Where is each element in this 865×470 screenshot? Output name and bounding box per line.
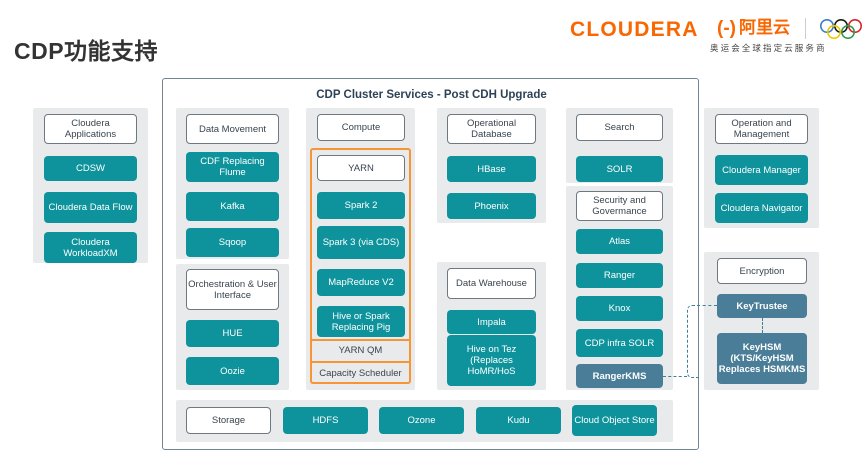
node-hue[interactable]: HUE: [186, 320, 279, 347]
node-capacity-scheduler[interactable]: Capacity Scheduler: [312, 362, 409, 384]
connector-bracket: [687, 305, 699, 378]
header-operation-management: Operation and Management: [715, 114, 808, 144]
node-cloudera-workloadxm[interactable]: Cloudera WorkloadXM: [44, 232, 137, 263]
node-cdsw[interactable]: CDSW: [44, 156, 137, 181]
cluster-panel-title: CDP Cluster Services - Post CDH Upgrade: [316, 89, 547, 101]
header-security-governance: Security and Govermance: [576, 191, 663, 221]
alibaba-cloud-logo: (-) 阿里云: [717, 19, 790, 38]
connector-keytrustee-left: [697, 305, 717, 306]
header-orchestration: Orchestration & User Interface: [186, 269, 279, 310]
node-keyhsm[interactable]: KeyHSM (KTS/KeyHSM Replaces HSMKMS: [717, 333, 807, 384]
node-impala[interactable]: Impala: [447, 310, 536, 334]
compute-rule-top: [310, 339, 411, 341]
node-spark-3[interactable]: Spark 3 (via CDS): [317, 226, 405, 259]
node-hdfs[interactable]: HDFS: [283, 407, 368, 434]
header-compute: Compute: [317, 114, 405, 141]
header-data-warehouse: Data Warehouse: [447, 268, 536, 299]
alibaba-bracket-icon: (-): [717, 18, 736, 39]
header-search: Search: [576, 114, 663, 141]
node-kudu[interactable]: Kudu: [476, 407, 561, 434]
header-data-movement: Data Movement: [186, 114, 279, 144]
node-atlas[interactable]: Atlas: [576, 229, 663, 254]
alibaba-cloud-label: 阿里云: [738, 18, 790, 38]
node-hive-or-spark-replacing-pig[interactable]: Hive or Spark Replacing Pig: [317, 306, 405, 337]
header-storage: Storage: [186, 407, 271, 434]
brand-divider: [805, 18, 806, 39]
connector-rangerkms-right: [663, 376, 687, 377]
node-cloudera-manager[interactable]: Cloudera Manager: [715, 155, 808, 185]
node-oozie[interactable]: Oozie: [186, 357, 279, 385]
header-cloudera-applications: Cloudera Applications: [44, 114, 137, 144]
node-ranger[interactable]: Ranger: [576, 263, 663, 288]
node-hbase[interactable]: HBase: [447, 156, 536, 182]
node-ozone[interactable]: Ozone: [379, 407, 464, 434]
compute-rule-bottom: [310, 361, 411, 363]
page-title: CDP功能支持: [14, 38, 159, 64]
node-solr[interactable]: SOLR: [576, 156, 663, 182]
node-phoenix[interactable]: Phoenix: [447, 193, 536, 219]
node-keytrustee[interactable]: KeyTrustee: [717, 294, 807, 318]
node-spark-2[interactable]: Spark 2: [317, 192, 405, 219]
connector-keytrustee-keyhsm: [762, 318, 763, 333]
node-hive-on-tez[interactable]: Hive on Tez (Replaces HoMR/HoS: [447, 335, 536, 386]
node-kafka[interactable]: Kafka: [186, 192, 279, 221]
node-sqoop[interactable]: Sqoop: [186, 228, 279, 257]
olympic-rings-icon: [820, 19, 862, 39]
node-cloudera-data-flow[interactable]: Cloudera Data Flow: [44, 192, 137, 223]
node-knox[interactable]: Knox: [576, 296, 663, 321]
node-cloudera-navigator[interactable]: Cloudera Navigator: [715, 193, 808, 223]
cloudera-logo: CLOUDERA: [570, 18, 699, 41]
node-cdp-infra-solr[interactable]: CDP infra SOLR: [576, 329, 663, 357]
node-yarn-qm[interactable]: YARN QM: [312, 340, 409, 360]
header-encryption: Encryption: [717, 258, 807, 284]
node-yarn[interactable]: YARN: [317, 155, 405, 181]
node-mapreduce-v2[interactable]: MapReduce V2: [317, 269, 405, 296]
node-cloud-object-store[interactable]: Cloud Object Store: [572, 405, 657, 436]
node-cdf-replacing-flume[interactable]: CDF Replacing Flume: [186, 152, 279, 182]
node-rangerkms[interactable]: RangerKMS: [576, 364, 663, 388]
brand-bar: CLOUDERA (-) 阿里云 奥运会全球指定云服务商: [570, 8, 862, 54]
olympic-tagline: 奥运会全球指定云服务商: [710, 44, 827, 54]
header-operational-database: Operational Database: [447, 114, 536, 144]
